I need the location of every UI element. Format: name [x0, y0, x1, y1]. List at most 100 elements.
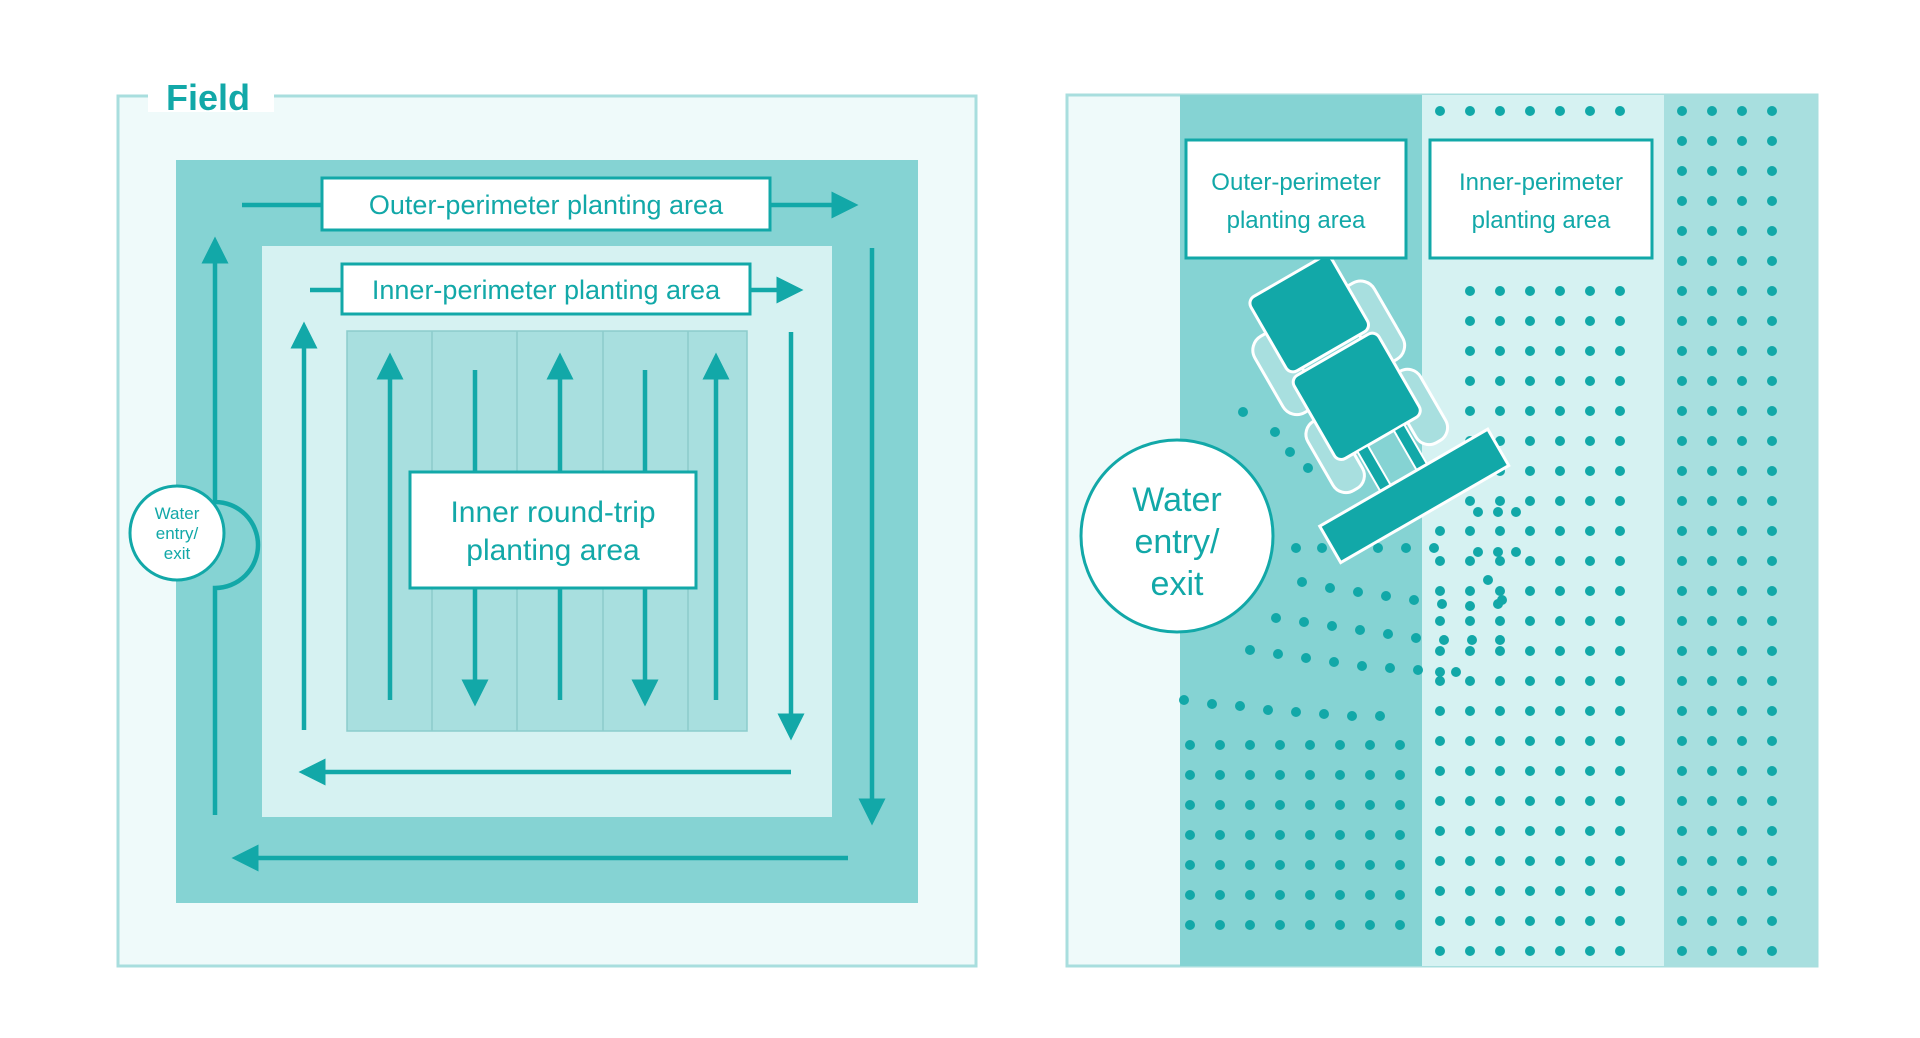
seedling-dot — [1525, 616, 1535, 626]
seedling-dot — [1347, 711, 1357, 721]
seedling-dot — [1435, 826, 1445, 836]
seedling-dot — [1495, 346, 1505, 356]
outer-arrow-left — [201, 236, 261, 815]
seedling-dot — [1511, 507, 1521, 517]
seedling-dot — [1677, 256, 1687, 266]
outer-perimeter-label-text: Outer-perimeter planting area — [369, 190, 724, 220]
seedling-dot — [1615, 616, 1625, 626]
seedling-dot — [1305, 770, 1315, 780]
seedling-dot — [1707, 946, 1717, 956]
seedling-dot — [1275, 770, 1285, 780]
seedling-dot — [1215, 770, 1225, 780]
water-large-line2: entry/ — [1134, 523, 1220, 561]
seedling-dot — [1707, 106, 1717, 116]
seedling-dot — [1737, 766, 1747, 776]
seedling-dot — [1465, 406, 1475, 416]
seedling-dot — [1525, 526, 1535, 536]
seedling-dot — [1677, 136, 1687, 146]
seedling-dot — [1435, 946, 1445, 956]
seedling-dot — [1238, 407, 1248, 417]
seedling-dot — [1525, 646, 1535, 656]
seedling-dot — [1525, 496, 1535, 506]
seedling-dot — [1495, 376, 1505, 386]
seedling-dot — [1767, 796, 1777, 806]
seedling-dot — [1737, 586, 1747, 596]
seedling-dot — [1615, 826, 1625, 836]
seedling-dot — [1435, 736, 1445, 746]
seedling-dot — [1525, 856, 1535, 866]
seedling-dot — [1707, 466, 1717, 476]
seedling-dot — [1737, 556, 1747, 566]
seedling-dot — [1525, 886, 1535, 896]
seedling-dot — [1525, 586, 1535, 596]
seedling-dot — [1555, 736, 1565, 746]
seedling-dot — [1767, 556, 1777, 566]
seedling-dot — [1465, 706, 1475, 716]
seedling-dot — [1495, 946, 1505, 956]
seedling-dot — [1335, 830, 1345, 840]
seedling-dot — [1465, 796, 1475, 806]
seedling-dot — [1707, 646, 1717, 656]
seedling-dot — [1555, 886, 1565, 896]
seedling-dot — [1525, 766, 1535, 776]
seedling-dot — [1411, 633, 1421, 643]
seedling-dot — [1737, 946, 1747, 956]
seedling-dot — [1585, 856, 1595, 866]
water-large-line3: exit — [1151, 565, 1204, 603]
seedling-dot — [1495, 556, 1505, 566]
seedling-dot — [1555, 346, 1565, 356]
seedling-dot — [1615, 946, 1625, 956]
seedling-dot — [1319, 709, 1329, 719]
seedling-dot — [1585, 406, 1595, 416]
seedling-dot — [1585, 616, 1595, 626]
seedling-dot — [1435, 856, 1445, 866]
seedling-dot — [1375, 711, 1385, 721]
seedling-dot — [1707, 706, 1717, 716]
seedling-dot — [1767, 436, 1777, 446]
seedling-dot — [1395, 890, 1405, 900]
seedling-dot — [1495, 106, 1505, 116]
seedling-dot — [1285, 447, 1295, 457]
seedling-dot — [1473, 507, 1483, 517]
seedling-dot — [1451, 667, 1461, 677]
seedling-dot — [1435, 526, 1445, 536]
seedling-dot — [1767, 136, 1777, 146]
seedling-dot — [1525, 736, 1535, 746]
water-entry-small: Water entry/ exit — [128, 484, 226, 582]
seedling-dot — [1207, 699, 1217, 709]
seedling-dot — [1615, 586, 1625, 596]
seedling-dot — [1465, 286, 1475, 296]
seedling-dot — [1525, 406, 1535, 416]
inner-roundtrip-label: Inner round-trip planting area — [408, 470, 698, 590]
seedling-dot — [1525, 436, 1535, 446]
seedling-dot — [1555, 916, 1565, 926]
seedling-dot — [1767, 286, 1777, 296]
seedling-dot — [1525, 466, 1535, 476]
seedling-dot — [1435, 706, 1445, 716]
seedling-dot — [1465, 676, 1475, 686]
seedling-dot — [1465, 826, 1475, 836]
seedling-dot — [1395, 740, 1405, 750]
seedling-dot — [1317, 543, 1327, 553]
seedling-dot — [1435, 586, 1445, 596]
seedling-dot — [1357, 661, 1367, 671]
seedling-dot — [1275, 740, 1285, 750]
seedling-dot — [1305, 830, 1315, 840]
seedling-dot — [1215, 800, 1225, 810]
seedling-dot — [1335, 770, 1345, 780]
seedling-dot — [1335, 740, 1345, 750]
seedling-dot — [1270, 427, 1280, 437]
seedling-dot — [1677, 106, 1687, 116]
seedling-dot — [1215, 860, 1225, 870]
seedling-dot — [1737, 196, 1747, 206]
seedling-dot — [1767, 406, 1777, 416]
seedling-dot — [1677, 706, 1687, 716]
seedling-dot — [1767, 346, 1777, 356]
seedling-dot — [1767, 766, 1777, 776]
seedling-dot — [1555, 856, 1565, 866]
seedling-dot — [1737, 886, 1747, 896]
seedling-dot — [1677, 316, 1687, 326]
seedling-dot — [1245, 645, 1255, 655]
seedling-dot — [1245, 830, 1255, 840]
seedling-dot — [1615, 916, 1625, 926]
